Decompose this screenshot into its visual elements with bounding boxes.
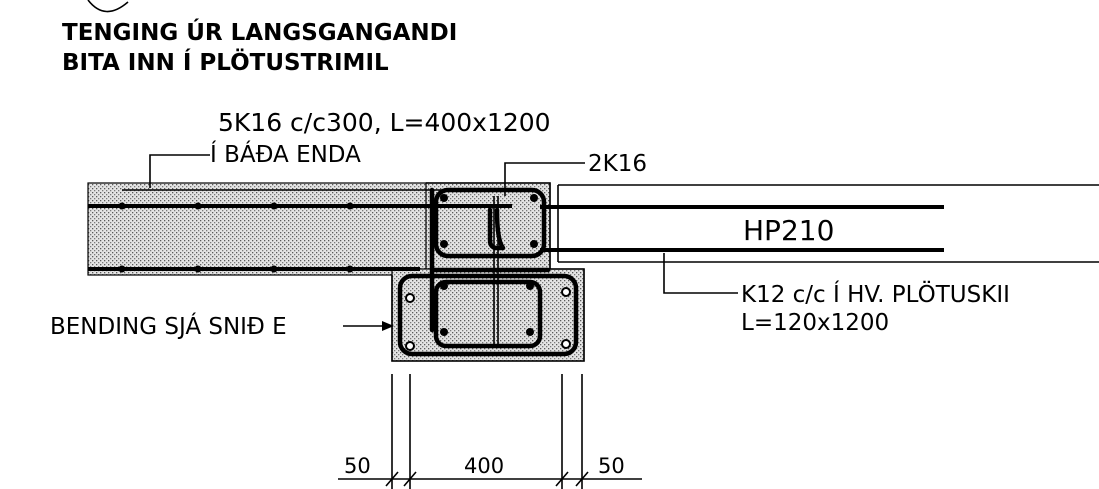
dimension-middle: 400 [464,454,504,478]
dimension-extension-lines [391,374,583,489]
title-line-1: TENGING ÚR LANGSGANGANDI [62,18,457,46]
dimension-right: 50 [598,454,625,478]
leader-bending-arrow [382,321,394,331]
concrete-beam [87,182,429,276]
leader-slab-rebar [663,253,738,294]
joint-stirrup-upper [433,187,547,259]
section-marker-circle [87,0,129,13]
leader-2k16 [504,162,585,196]
label-bending: BENDING SJÁ SNIÐ E [50,312,287,340]
label-rebar-top: 5K16 c/c300, L=400x1200 [218,108,551,137]
label-slab-rebar: K12 c/c Í HV. PLÖTUSKII [741,280,1010,308]
label-slab-rebar-length: L=120x1200 [741,310,889,336]
joint-stirrup-lower-outer [397,273,579,357]
joint-outline [391,182,585,362]
joint-bar-dots [405,194,571,351]
joint-stirrup-upper-hook [429,187,551,333]
label-2k16: 2K16 [588,151,647,177]
title-line-2: BITA INN Í PLÖTUSTRIMIL [62,48,389,76]
joint-stirrup-lower-inner [433,279,543,349]
dimension-ticks [385,471,589,487]
label-slab: HP210 [743,214,834,247]
dimension-left: 50 [344,454,371,478]
label-rebar-top-note: Í BÁÐA ENDA [210,140,361,168]
leader-rebar-top [149,154,210,188]
beam-bar-dots [118,202,354,273]
